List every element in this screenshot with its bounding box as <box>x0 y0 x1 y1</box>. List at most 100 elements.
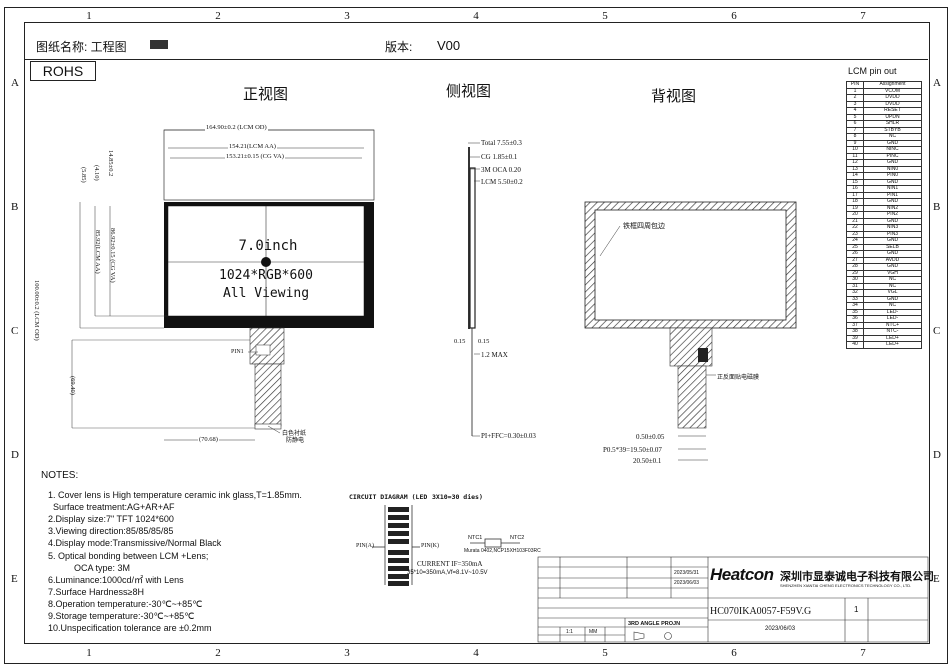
dim-cg-va: 153.21±0.15 (CG VA) <box>225 153 285 160</box>
side-lcm: LCM 5.50±0.2 <box>481 178 523 186</box>
company-name-en: SHENZHEN XIANTAI CHENG ELECTRONICS TECHN… <box>780 583 912 588</box>
zone-row-label: C <box>933 325 941 337</box>
drawing-border-outer <box>4 7 948 664</box>
side-total: Total 7.55±0.3 <box>481 139 522 147</box>
zone-row-label: A <box>933 77 941 89</box>
viewing-mode: All Viewing <box>222 286 310 301</box>
zone-row-label: B <box>11 201 19 213</box>
pin-assignment: RESET <box>863 107 922 115</box>
projection-symbol <box>664 632 672 640</box>
pin-assignment: VCOM <box>863 87 922 95</box>
ntc2-label: NTC2 <box>510 535 525 541</box>
side-cover <box>468 147 470 329</box>
back-dim-1: 0.50±0.05 <box>636 433 665 441</box>
circuit-diagram <box>372 505 520 586</box>
front-view <box>71 129 375 441</box>
header-rule <box>24 59 928 60</box>
pin-table-title: LCM pin out <box>848 66 897 76</box>
redacted-block <box>150 40 168 49</box>
note-item: 3.Viewing direction:85/85/85/85 <box>48 526 174 537</box>
leader-line <box>267 425 281 434</box>
fpc-tail <box>254 363 282 427</box>
dim-height-va: 86.92±0.15 (CG VA) <box>109 228 116 283</box>
dim-top-3: (5.85) <box>80 167 87 183</box>
title-block-frame <box>537 556 929 643</box>
zone-col-label: 4 <box>473 10 479 22</box>
circuit-spec: 35*10=350mA,Vf=8.1V~10.5V <box>407 570 488 576</box>
note-item: 6.Luminance:1000cd/㎡ with Lens <box>48 574 184 585</box>
zone-col-label: 7 <box>860 10 866 22</box>
note-item: 9.Storage temperature:-30℃~+85℃ <box>48 611 195 622</box>
led-row <box>388 515 409 520</box>
side-view <box>468 142 480 437</box>
led-row <box>388 550 409 555</box>
led-row <box>388 558 409 563</box>
zone-col-label: 6 <box>731 10 737 22</box>
pin-assignment: DVDD <box>863 100 922 108</box>
zone-row-label: B <box>933 201 941 213</box>
note-item: 1. Cover lens is High temperature cerami… <box>48 490 302 501</box>
ntc1-label: NTC1 <box>468 535 483 541</box>
dim-height-od: 100.00±0.2 (LCM OD) <box>33 280 40 341</box>
dim-top-1: 14.85±0.2 <box>107 150 114 177</box>
side-lcm <box>469 167 476 329</box>
projection-label: 3RD ANGLE PROJN <box>628 621 681 627</box>
note-item: 5. Optical bonding between LCM +Lens; <box>48 550 209 561</box>
zone-col-label: 2 <box>215 647 221 659</box>
dim-lcm-aa: 154.21(LCM AA) <box>228 143 277 150</box>
sheet-label: 1 <box>854 605 859 614</box>
zone-col-label: 3 <box>344 647 350 659</box>
part-number: HC070IKA0057-F59V.G <box>710 606 812 617</box>
notes-title: NOTES: <box>41 470 79 481</box>
led-row <box>388 539 409 544</box>
drawing-border-inner <box>24 22 930 644</box>
back-wrap-label: 铁框四周包边 <box>623 223 665 230</box>
side-d1: 0.15 <box>454 338 466 345</box>
led-row <box>388 507 409 512</box>
back-view <box>584 201 797 461</box>
notes-section: NOTES: 1. Cover lens is High temperature… <box>41 470 302 634</box>
zone-row-label: D <box>933 449 941 461</box>
zone-col-label: 1 <box>86 10 92 22</box>
note-item: 8.Operation temperature:-30℃~+85℃ <box>48 598 203 609</box>
revision-date-2: 2023/06/03 <box>674 580 700 586</box>
murata-label: Murata 0402,NCP15XH103F03RC <box>464 548 541 554</box>
cover-glass <box>163 129 375 201</box>
version-label: 版本: <box>385 40 413 54</box>
zone-col-label: 3 <box>344 10 350 22</box>
circuit-title-config: 3X10=30 dies) <box>432 493 483 501</box>
pin1-label: PIN1 <box>231 349 244 355</box>
pin-assignment: LED+ <box>863 341 922 349</box>
zone-col-label: 7 <box>860 647 866 659</box>
pin-number: 40 <box>846 341 864 349</box>
back-fpc-label: 正反面贴电磁膜 <box>717 375 760 381</box>
dim-fpc-offset: (70.68) <box>198 436 219 443</box>
note-item: OCA type: 3M <box>74 562 131 573</box>
note-item: 4.Display mode:Transmissive/Normal Black <box>48 538 222 549</box>
side-fpc: PI+FFC=0.30±0.03 <box>481 432 536 440</box>
side-oca: 3M OCA 0.20 <box>481 166 521 174</box>
zone-col-label: 6 <box>731 647 737 659</box>
pin-assignment: SHLR <box>863 120 922 128</box>
center-mark <box>261 257 271 267</box>
zone-col-label: 5 <box>602 647 608 659</box>
side-d2: 0.15 <box>478 338 490 345</box>
back-dim-3: 20.50±0.1 <box>633 457 662 465</box>
dim-fpc-len: (69.40) <box>69 376 76 395</box>
dim-lcm-od: 164.90±0.2 (LCM OD) <box>205 124 268 131</box>
drawing-date: 2023/06/03 <box>765 626 796 632</box>
circuit-pin-left: PIN(A) <box>356 543 374 549</box>
zone-row-label: E <box>933 573 940 585</box>
rohs-badge: ROHS <box>30 61 96 81</box>
back-view-title: 背视图 <box>651 87 697 105</box>
zone-col-label: 5 <box>602 10 608 22</box>
white-label-2: 防静电 <box>286 438 305 444</box>
drawing-name-label: 图纸名称: 工程图 <box>36 40 127 54</box>
pin-assignment: DVDD <box>863 94 922 102</box>
